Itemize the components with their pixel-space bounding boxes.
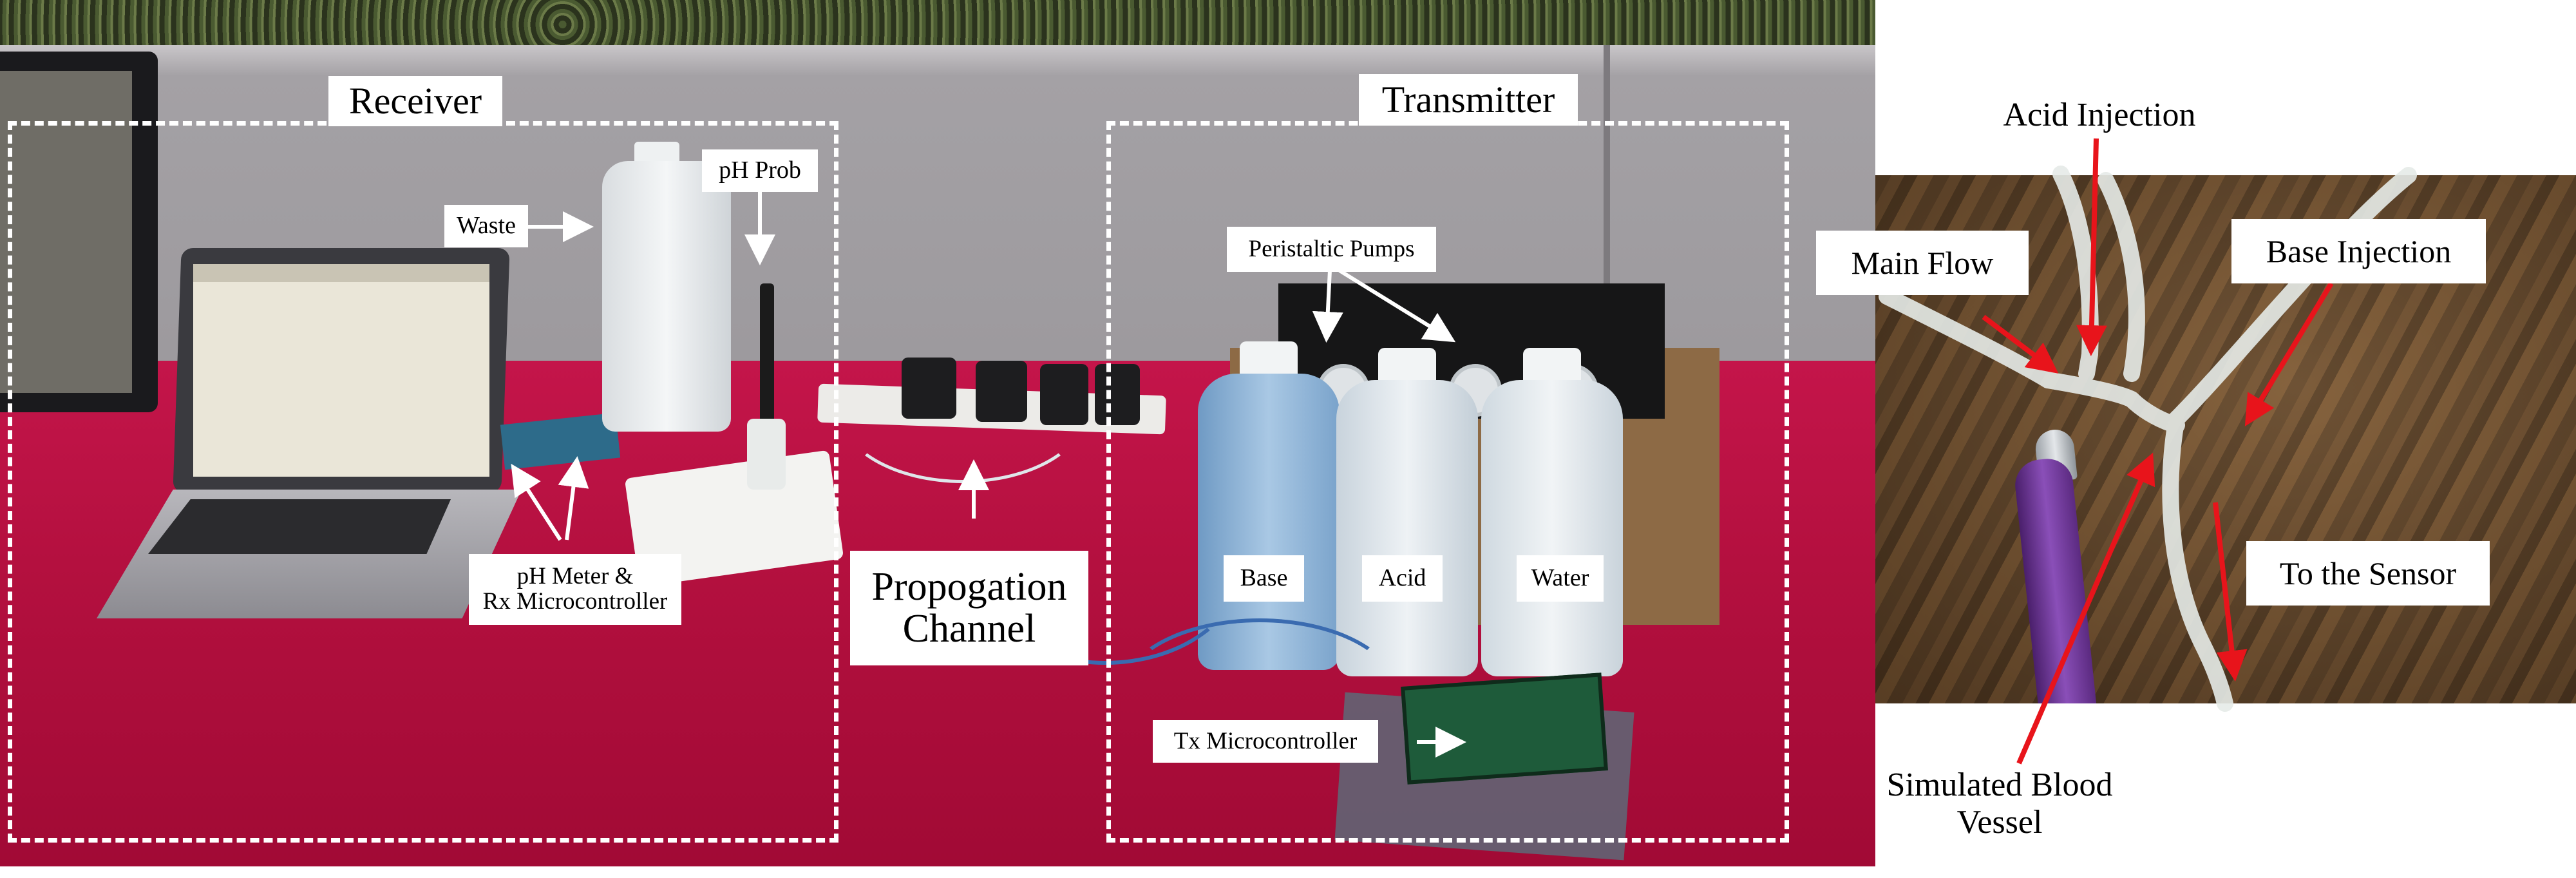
probe-holder bbox=[747, 419, 786, 490]
ph-prob-label: pH Prob bbox=[702, 149, 818, 192]
main-flow-label: Main Flow bbox=[1816, 231, 2029, 295]
propagation-channel-label: Propogation Channel bbox=[850, 551, 1088, 665]
arrow-to-base-injection bbox=[2244, 282, 2334, 426]
waste-jug bbox=[602, 161, 731, 432]
acid-injection-label: Acid Injection bbox=[2003, 97, 2196, 133]
arrow-to-the-sensor bbox=[2213, 502, 2248, 682]
receiver-region-box bbox=[8, 121, 838, 843]
arrow-to-ph-meter bbox=[511, 463, 562, 541]
transmitter-label: Transmitter bbox=[1359, 74, 1578, 126]
arrow-to-main-flow bbox=[1982, 314, 2059, 374]
tx-microcontroller-label: Tx Microcontroller bbox=[1153, 720, 1378, 763]
laptop-screen bbox=[193, 264, 489, 477]
peristaltic-pumps-label: Peristaltic Pumps bbox=[1227, 227, 1436, 272]
acid-bottle bbox=[1336, 380, 1478, 676]
ph-meter-rx-label: pH Meter & Rx Microcontroller bbox=[469, 554, 681, 625]
base-bottle-label: Base bbox=[1224, 555, 1304, 602]
to-the-sensor-label: To the Sensor bbox=[2246, 541, 2490, 606]
arrow-to-acid-injection bbox=[2076, 138, 2107, 356]
usb-cable bbox=[1121, 618, 1399, 768]
lab-setup-photo bbox=[0, 0, 1875, 866]
arrow-to-rx-controller bbox=[558, 456, 589, 540]
arrow-to-pump-1 bbox=[1312, 270, 1343, 343]
arrow-to-pump-2 bbox=[1338, 269, 1456, 343]
water-bottle-label: Water bbox=[1517, 555, 1604, 602]
base-injection-label: Base Injection bbox=[2231, 219, 2486, 283]
waste-label: Waste bbox=[444, 205, 528, 247]
red-arrows bbox=[1982, 138, 2334, 765]
white-arrows bbox=[511, 192, 1466, 758]
laptop-keyboard bbox=[148, 499, 451, 554]
simulated-blood-vessel-label: Simulated Blood Vessel bbox=[1886, 767, 2113, 841]
laptop-window-bar bbox=[193, 264, 489, 282]
ph-probe bbox=[760, 283, 774, 432]
acid-bottle-label: Acid bbox=[1362, 555, 1443, 602]
arrow-to-blood-vessel bbox=[2016, 452, 2155, 765]
water-bottle bbox=[1481, 380, 1623, 676]
receiver-label: Receiver bbox=[328, 76, 502, 126]
power-adapter bbox=[1095, 364, 1140, 425]
wall-joint bbox=[1604, 45, 1610, 432]
